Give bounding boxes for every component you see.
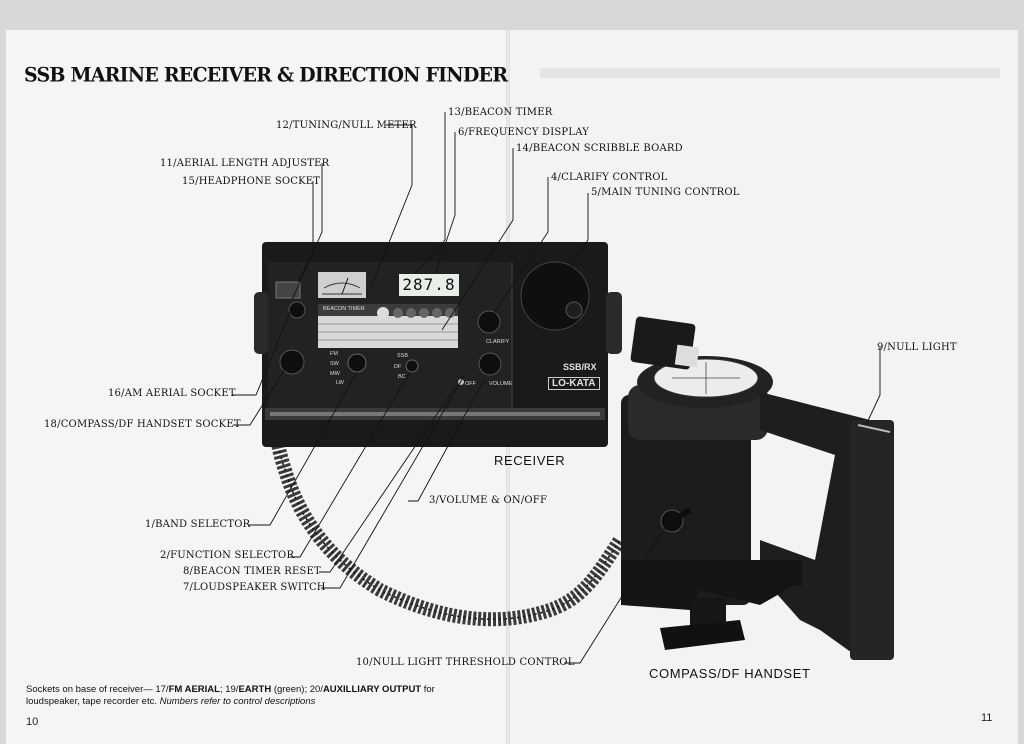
label-compass-df-handset-socket: 18/COMPASS/DF HANDSET SOCKET	[44, 419, 241, 430]
label-beacon-timer-reset: 8/BEACON TIMER RESET	[183, 566, 321, 577]
bleed-through-text	[540, 68, 1000, 78]
label-null-light-threshold-control: 10/NULL LIGHT THRESHOLD CONTROL	[356, 657, 575, 668]
compass-handset	[621, 316, 894, 660]
page-number-right: 11	[981, 712, 993, 724]
footnote-prefix: Sockets on base of receiver— 17/	[26, 684, 169, 695]
band-fm-label: FM	[330, 351, 338, 357]
footnote-earth: EARTH	[238, 684, 272, 695]
footnote-separator-1: ; 19/	[219, 684, 239, 695]
label-clarify-control: 4/CLARIFY CONTROL	[551, 172, 668, 183]
label-headphone-socket: 15/HEADPHONE SOCKET	[182, 176, 321, 187]
func-ssb-label: SSB	[397, 353, 409, 359]
model-label: SSB/RX	[563, 362, 597, 372]
coiled-cable	[269, 384, 626, 627]
label-am-aerial-socket: 16/AM AERIAL SOCKET	[108, 388, 236, 399]
receiver-unit	[254, 242, 622, 447]
label-function-selector: 2/FUNCTION SELECTOR	[160, 550, 295, 561]
label-main-tuning-control: 5/MAIN TUNING CONTROL	[591, 187, 740, 198]
footnote-line-2: loudspeaker, tape recorder etc.	[26, 696, 160, 707]
clarify-panel-label: CLARIFY	[486, 339, 510, 345]
page-number-left: 10	[26, 716, 39, 728]
label-beacon-scribble-board: 14/BEACON SCRIBBLE BOARD	[516, 143, 683, 154]
frequency-readout: 287.8	[399, 274, 459, 296]
label-loudspeaker-switch: 7/LOUDSPEAKER SWITCH	[183, 582, 326, 593]
page-title: SSB MARINE RECEIVER & DIRECTION FINDER	[24, 63, 508, 87]
footnote-separator-2: (green); 20/	[271, 684, 323, 695]
label-tuning-null-meter: 12/TUNING/NULL METER	[276, 120, 417, 131]
footnote-auxilliary-output: AUXILLIARY OUTPUT	[322, 684, 422, 695]
label-band-selector: 1/BAND SELECTOR	[145, 519, 251, 530]
footnote: Sockets on base of receiver— 17/FM AERIA…	[26, 684, 496, 708]
footnote-for: for	[421, 684, 435, 695]
volume-panel-label: VOLUME	[489, 381, 513, 387]
label-aerial-length-adjuster: 11/AERIAL LENGTH ADJUSTER	[160, 158, 330, 169]
off-label: OFF	[465, 381, 476, 387]
band-sw-label: SW	[330, 361, 339, 367]
brand-logo: LO-KATA	[548, 377, 600, 390]
band-lw-label: LW	[336, 380, 344, 386]
receiver-caption: RECEIVER	[494, 453, 566, 468]
leader-lines	[232, 112, 881, 664]
label-volume-on-off: 3/VOLUME & ON/OFF	[429, 495, 548, 506]
label-beacon-timer: 13/BEACON TIMER	[448, 107, 553, 118]
compass-handset-caption: COMPASS/DF HANDSET	[649, 666, 811, 681]
beacon-timer-panel-label: BEACON TIMER	[323, 306, 365, 312]
label-frequency-display: 6/FREQUENCY DISPLAY	[458, 127, 590, 138]
func-df-label: DF	[394, 364, 402, 370]
func-bc-label: BC	[398, 374, 406, 380]
band-mw-label: MW	[330, 371, 340, 377]
footnote-note: Numbers refer to control descriptions	[159, 696, 316, 707]
footnote-fm-aerial: FM AERIAL	[168, 684, 220, 695]
label-null-light: 9/NULL LIGHT	[877, 342, 957, 353]
